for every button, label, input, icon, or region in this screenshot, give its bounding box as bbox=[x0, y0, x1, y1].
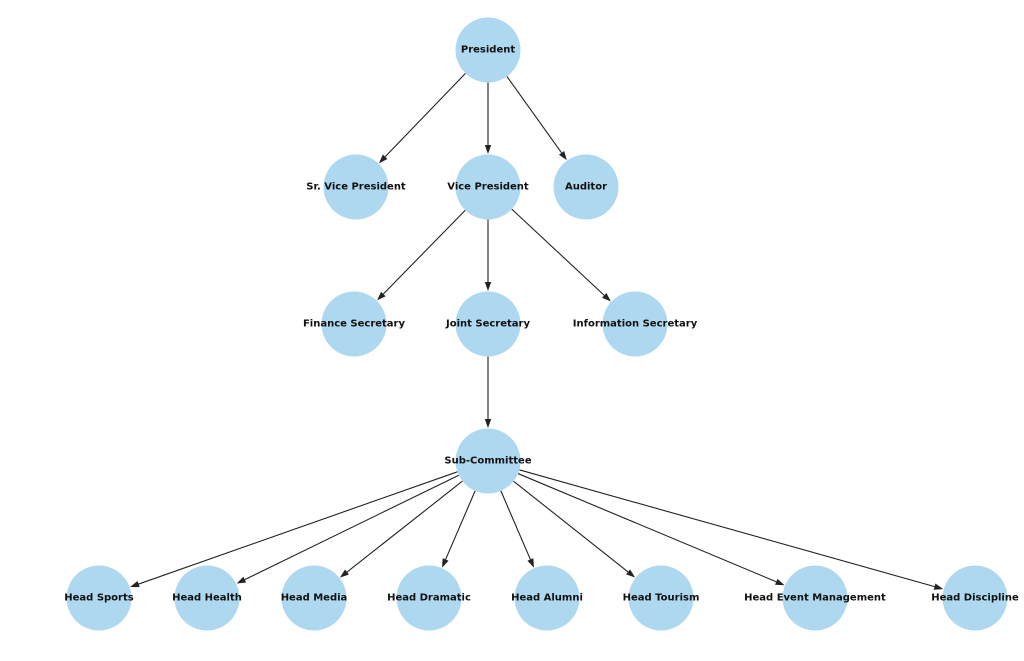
arrowhead bbox=[484, 419, 492, 428]
edge-line bbox=[244, 474, 460, 581]
node-joint-secretary: Joint Secretary bbox=[445, 291, 530, 357]
arrowhead bbox=[602, 293, 611, 302]
node-circle bbox=[455, 17, 521, 83]
node-circle bbox=[455, 154, 521, 220]
node-label: Sub-Committee bbox=[444, 456, 531, 467]
arrowhead bbox=[527, 558, 534, 568]
node-finance-secretary: Finance Secretary bbox=[303, 291, 406, 357]
node-head-tourism: Head Tourism bbox=[623, 565, 700, 631]
edge-line bbox=[500, 490, 531, 560]
node-head-media: Head Media bbox=[281, 565, 348, 631]
edge-joint-secretary-to-sub-committee bbox=[484, 356, 492, 428]
node-label: Information Secretary bbox=[573, 319, 698, 330]
edge-president-to-sr-vice-president bbox=[378, 73, 466, 164]
arrowhead bbox=[236, 576, 247, 584]
node-head-health: Head Health bbox=[172, 565, 242, 631]
edge-line bbox=[384, 73, 466, 158]
node-circle bbox=[281, 565, 347, 631]
arrowhead bbox=[484, 282, 492, 291]
edge-line bbox=[346, 480, 463, 573]
edge-sub-committee-to-head-health bbox=[236, 474, 460, 584]
edge-sub-committee-to-head-alumni bbox=[500, 490, 534, 568]
edge-vice-president-to-finance-secretary bbox=[377, 209, 466, 301]
node-label: Auditor bbox=[565, 182, 607, 193]
node-circle bbox=[782, 565, 848, 631]
node-circle bbox=[514, 565, 580, 631]
node-circle bbox=[321, 291, 387, 357]
node-circle bbox=[628, 565, 694, 631]
arrowhead bbox=[933, 583, 944, 590]
node-label: Head Alumni bbox=[511, 593, 583, 604]
edge-line bbox=[519, 469, 935, 588]
node-circle bbox=[942, 565, 1008, 631]
edge-sub-committee-to-head-sports bbox=[130, 471, 458, 588]
arrowhead bbox=[558, 150, 567, 161]
arrowhead bbox=[484, 145, 492, 154]
node-vice-president: Vice President bbox=[447, 154, 529, 220]
node-sub-committee: Sub-Committee bbox=[444, 428, 532, 494]
edge-sub-committee-to-head-discipline bbox=[519, 469, 944, 590]
arrowhead bbox=[442, 558, 449, 568]
edge-line bbox=[511, 208, 605, 296]
arrowhead bbox=[130, 581, 140, 588]
node-circle bbox=[455, 291, 521, 357]
arrowhead bbox=[377, 291, 386, 301]
edge-vice-president-to-joint-secretary bbox=[484, 219, 492, 291]
node-label: Finance Secretary bbox=[303, 319, 406, 330]
node-circle bbox=[455, 428, 521, 494]
node-circle bbox=[602, 291, 668, 357]
edge-vice-president-to-information-secretary bbox=[511, 208, 611, 302]
arrowhead bbox=[378, 154, 388, 164]
node-circle bbox=[66, 565, 132, 631]
node-head-sports: Head Sports bbox=[64, 565, 134, 631]
node-label: President bbox=[461, 45, 515, 56]
edge-president-to-vice-president bbox=[484, 82, 492, 154]
node-label: Head Sports bbox=[64, 593, 133, 604]
node-circle bbox=[323, 154, 389, 220]
node-label: Joint Secretary bbox=[445, 319, 530, 330]
node-sr-vice-president: Sr. Vice President bbox=[306, 154, 406, 220]
edge-sub-committee-to-head-media bbox=[339, 480, 463, 578]
node-president: President bbox=[455, 17, 521, 83]
edge-sub-committee-to-head-event-management bbox=[517, 473, 785, 586]
node-label: Head Discipline bbox=[931, 593, 1019, 604]
node-label: Head Media bbox=[281, 593, 348, 604]
edge-line bbox=[513, 480, 629, 573]
edge-line bbox=[506, 76, 563, 154]
edge-sub-committee-to-head-tourism bbox=[513, 480, 636, 578]
node-circle bbox=[553, 154, 619, 220]
edge-line bbox=[517, 473, 777, 583]
edges-layer bbox=[130, 73, 944, 590]
node-auditor: Auditor bbox=[553, 154, 619, 220]
node-label: Sr. Vice President bbox=[306, 182, 406, 193]
node-information-secretary: Information Secretary bbox=[573, 291, 698, 357]
arrowhead bbox=[775, 578, 785, 586]
arrowhead bbox=[626, 569, 636, 578]
edge-sub-committee-to-head-dramatic bbox=[442, 490, 476, 568]
node-label: Vice President bbox=[447, 182, 529, 193]
node-label: Head Tourism bbox=[623, 593, 700, 604]
node-label: Head Dramatic bbox=[387, 593, 471, 604]
edge-line bbox=[445, 490, 476, 560]
node-circle bbox=[174, 565, 240, 631]
edge-president-to-auditor bbox=[506, 76, 567, 161]
node-head-discipline: Head Discipline bbox=[931, 565, 1019, 631]
node-head-dramatic: Head Dramatic bbox=[387, 565, 471, 631]
edge-line bbox=[138, 471, 458, 585]
node-label: Head Event Management bbox=[744, 593, 886, 604]
node-head-alumni: Head Alumni bbox=[511, 565, 583, 631]
arrowhead bbox=[339, 569, 349, 578]
node-label: Head Health bbox=[172, 593, 242, 604]
node-circle bbox=[396, 565, 462, 631]
edge-line bbox=[382, 209, 466, 295]
node-head-event-management: Head Event Management bbox=[744, 565, 886, 631]
